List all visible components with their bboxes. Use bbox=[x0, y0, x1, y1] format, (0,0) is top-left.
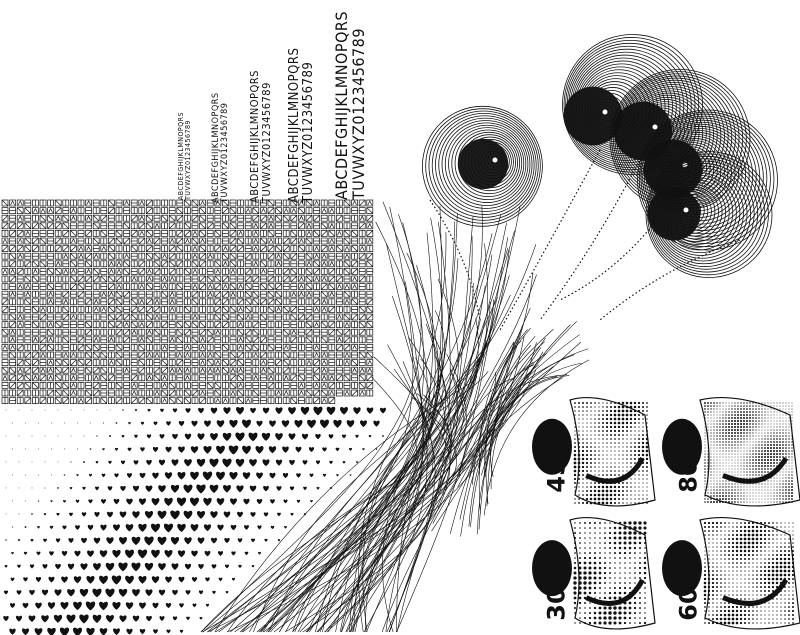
specimen-1-line2: TUVWXYZ0123456789 bbox=[184, 119, 193, 200]
glyph-grid bbox=[1, 199, 374, 404]
specimen-5-line2: TUVWXYZ0123456789 bbox=[348, 28, 368, 200]
halftone-label-30: 30 bbox=[542, 587, 571, 621]
curve-bundle bbox=[200, 201, 590, 633]
concentric-circle-clusters bbox=[421, 34, 778, 279]
specimen-2-line2: TUVWXYZ0123456789 bbox=[220, 102, 231, 203]
specimen-3-line1: ABCDEFGHIJKLMNOPQRS bbox=[248, 70, 261, 203]
specimen-3-line2: TUVWXYZ0123456789 bbox=[259, 82, 273, 203]
halftone-photo-grid bbox=[532, 396, 800, 630]
halftone-label-45: 45 bbox=[542, 459, 571, 493]
font-specimen-2: ABCDEFGHIJKLMNOPQRS TUVWXYZ0123456789 bbox=[211, 93, 231, 204]
font-specimen-4: ABCDEFGHIJKLMNOPQRS TUVWXYZ0123456789 bbox=[287, 47, 316, 203]
font-specimen-1: ABCDEFGHIJKLMNOPQRS TUVWXYZ0123456789 bbox=[177, 112, 193, 200]
heart-halftone-field bbox=[3, 406, 386, 635]
specimen-4-line2: TUVWXYZ0123456789 bbox=[300, 61, 316, 203]
font-specimen-3: ABCDEFGHIJKLMNOPQRS TUVWXYZ0123456789 bbox=[248, 70, 273, 203]
halftone-label-60: 60 bbox=[674, 587, 703, 621]
font-specimen-5: ABCDEFGHIJKLMNOPQRS TUVWXYZ0123456789 bbox=[332, 11, 368, 200]
halftone-label-80: 80 bbox=[674, 459, 703, 493]
specimen-4-line1: ABCDEFGHIJKLMNOPQRS bbox=[287, 47, 302, 203]
